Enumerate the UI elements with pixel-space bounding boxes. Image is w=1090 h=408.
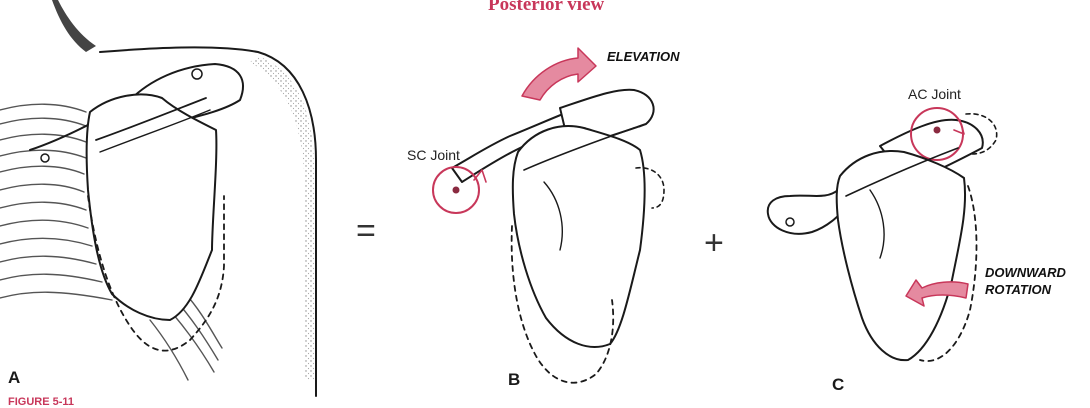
panel-letter-b: B xyxy=(508,370,520,390)
figure-caption: FIGURE 5-11 xyxy=(8,396,74,408)
view-title-text: Posterior view xyxy=(488,0,604,15)
sc-joint-label: SC Joint xyxy=(407,147,460,163)
downward-rotation-label: DOWNWARD ROTATION xyxy=(985,264,1066,298)
downward-rotation-line2: ROTATION xyxy=(985,281,1066,298)
ac-joint-label: AC Joint xyxy=(908,86,961,102)
panel-letter-c: C xyxy=(832,375,844,395)
scapula-b xyxy=(513,126,645,347)
elevation-label: ELEVATION xyxy=(607,48,679,65)
panel-b-illustration xyxy=(433,48,664,383)
scapula-a xyxy=(87,94,217,320)
panel-c-illustration xyxy=(768,108,997,361)
plus-sign: + xyxy=(704,224,724,263)
panel-letter-a: A xyxy=(8,368,20,388)
equals-sign: = xyxy=(356,212,376,251)
elevation-arrow xyxy=(522,48,596,100)
panel-a-illustration xyxy=(0,0,316,396)
neck-hair-shading xyxy=(52,0,96,52)
downward-rotation-line1: DOWNWARD xyxy=(985,264,1066,281)
deltoid-shading xyxy=(250,56,314,380)
view-title: Posterior view xyxy=(488,0,604,16)
scapula-c xyxy=(837,151,965,360)
